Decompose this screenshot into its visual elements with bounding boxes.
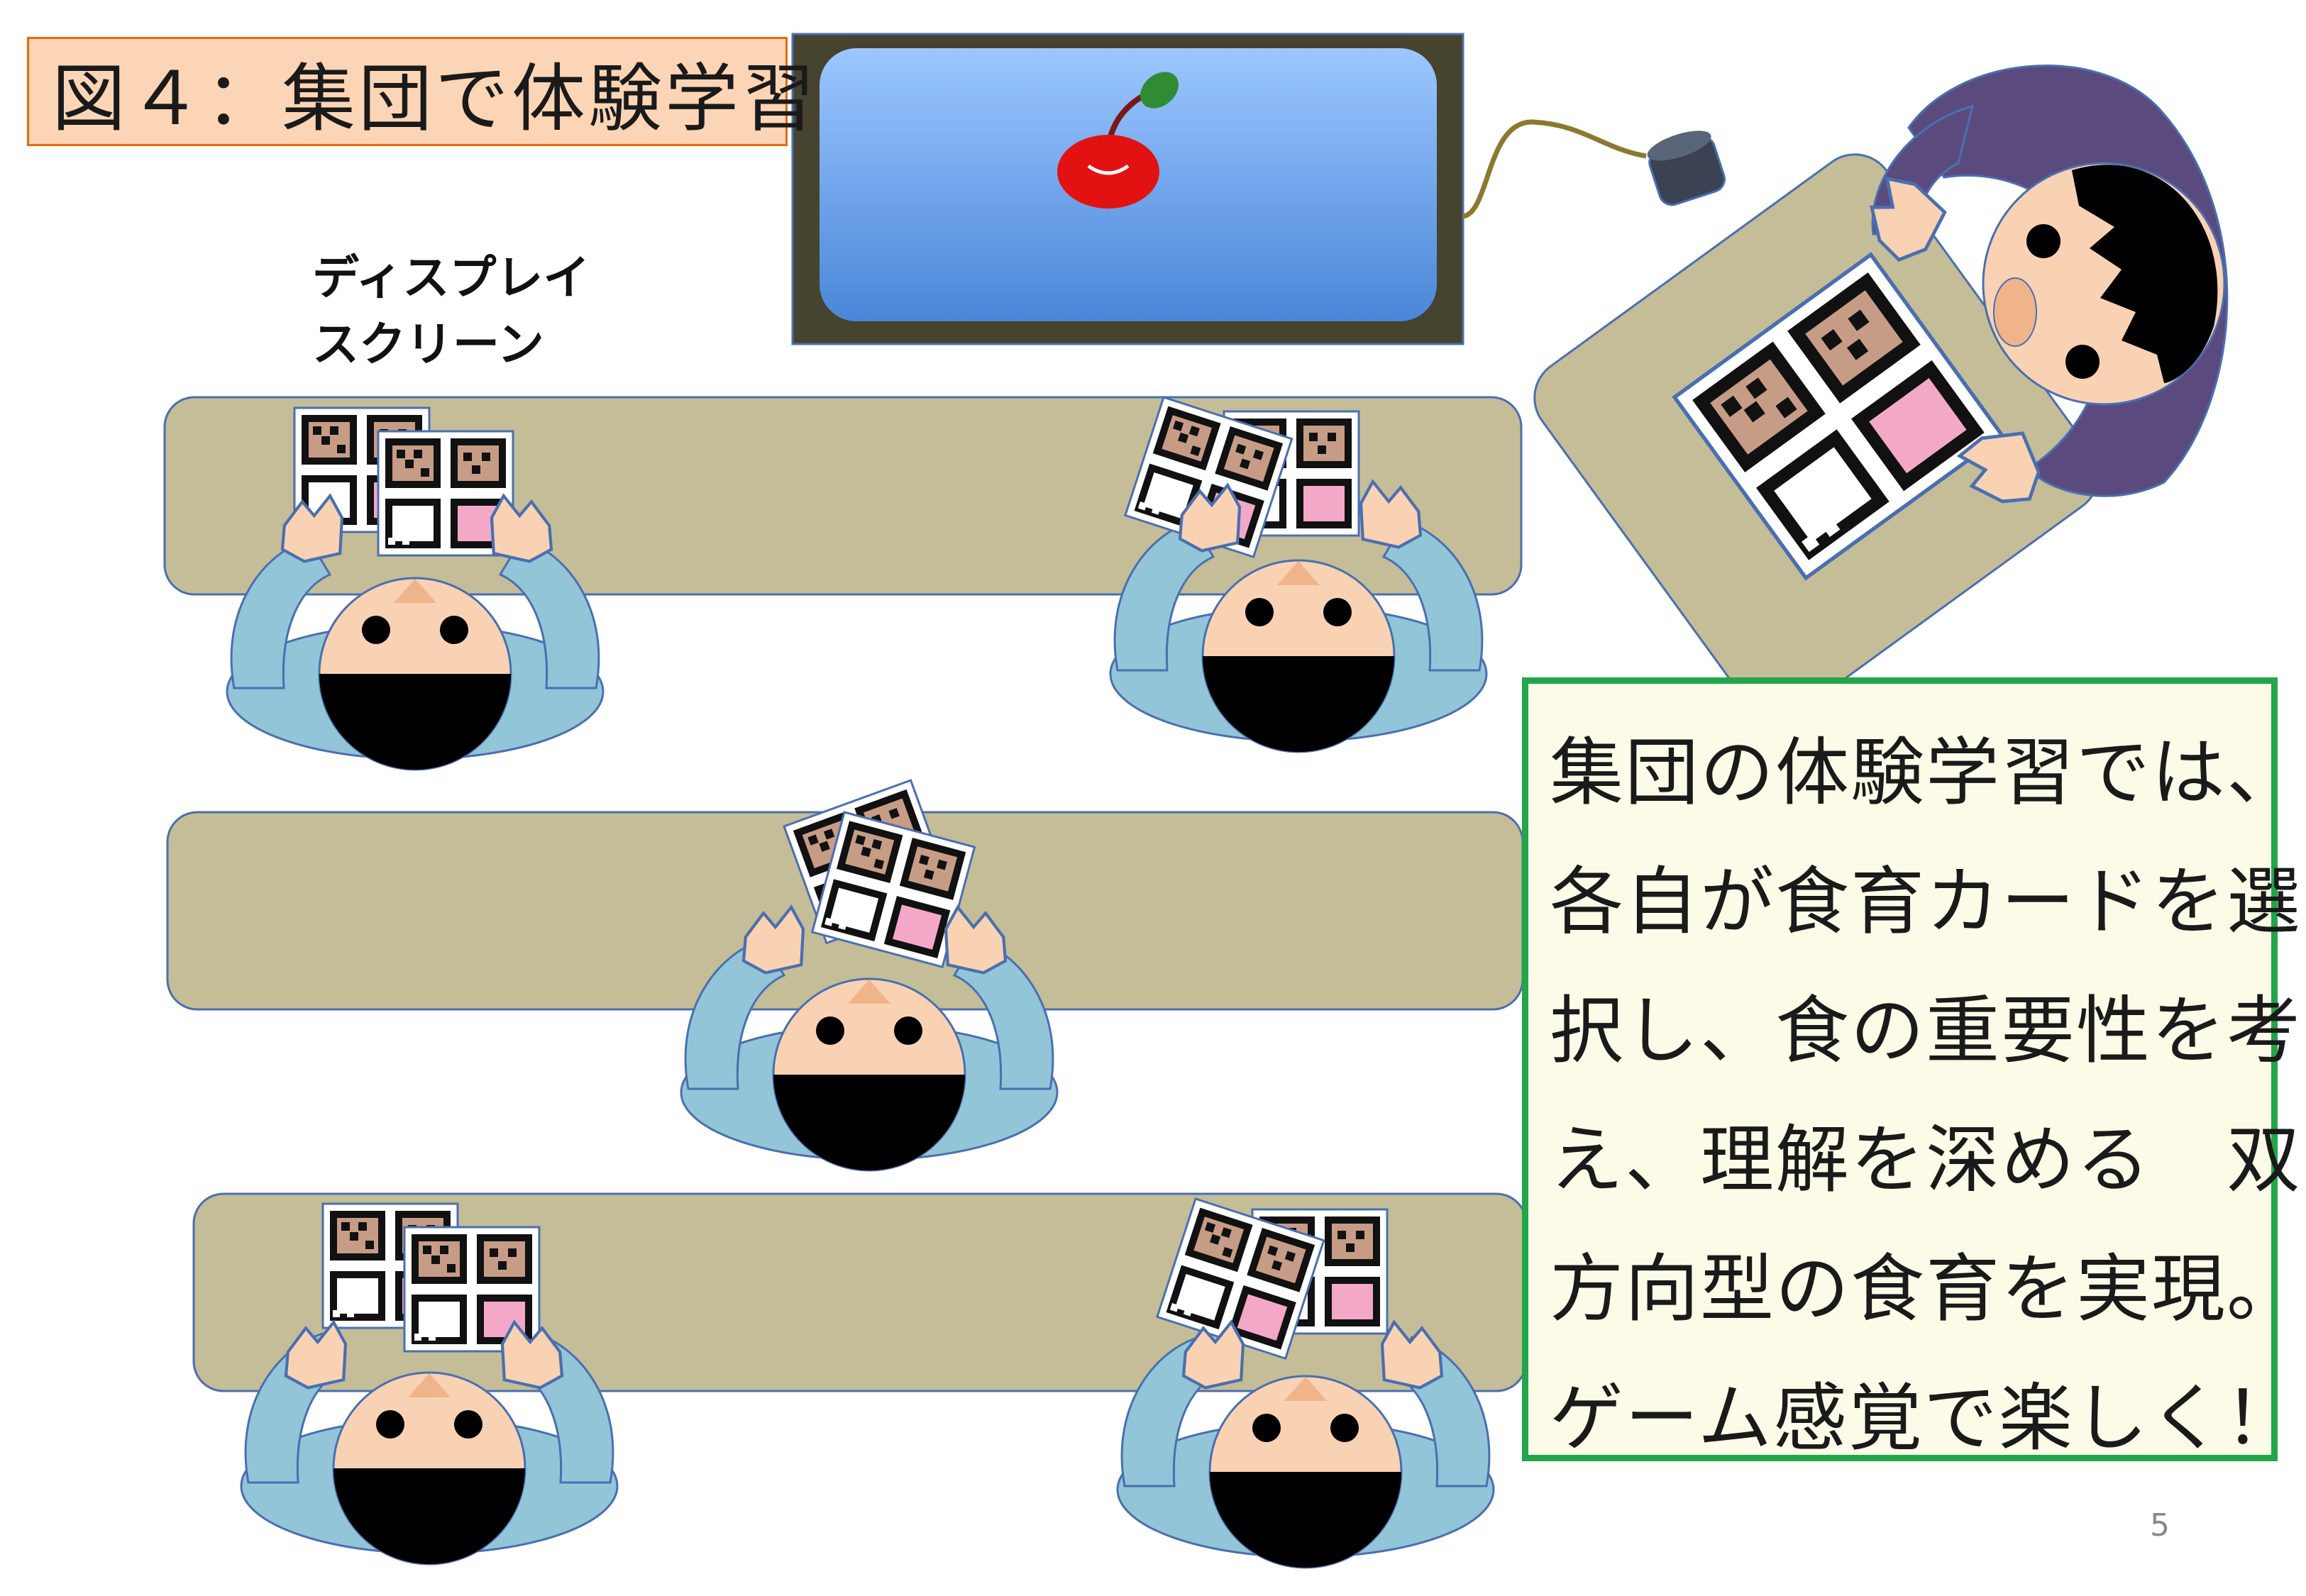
figure-title-box: 図４：集団で体験学習: [27, 37, 815, 146]
display-screen-label: ディスプレイ スクリーン: [312, 245, 590, 378]
camera-cable: [1462, 119, 1647, 219]
explanation-line: ゲーム感覚で楽しく！: [1550, 1375, 2300, 1461]
camera-icon: [1647, 131, 1726, 206]
explanation-line: え、理解を深める 双: [1550, 1116, 2302, 1203]
explanation-line: 方向型の食育を実現。: [1550, 1246, 2302, 1332]
display-label-line: ディスプレイ: [312, 250, 590, 305]
teacher-figure: [1852, 65, 2229, 510]
page-number: 5: [2150, 1507, 2170, 1544]
explanation-box: 集団の体験学習では、 各自が食育カードを選 択し、食の重要性を考 え、理解を深め…: [1522, 677, 2302, 1461]
display-label-line: スクリーン: [312, 317, 544, 372]
figure-title: 図４：集団で体験学習: [52, 55, 819, 142]
explanation-line: 集団の体験学習では、: [1550, 729, 2302, 816]
explanation-line: 各自が食育カードを選: [1550, 858, 2302, 945]
explanation-line: 択し、食の重要性を考: [1550, 987, 2302, 1074]
